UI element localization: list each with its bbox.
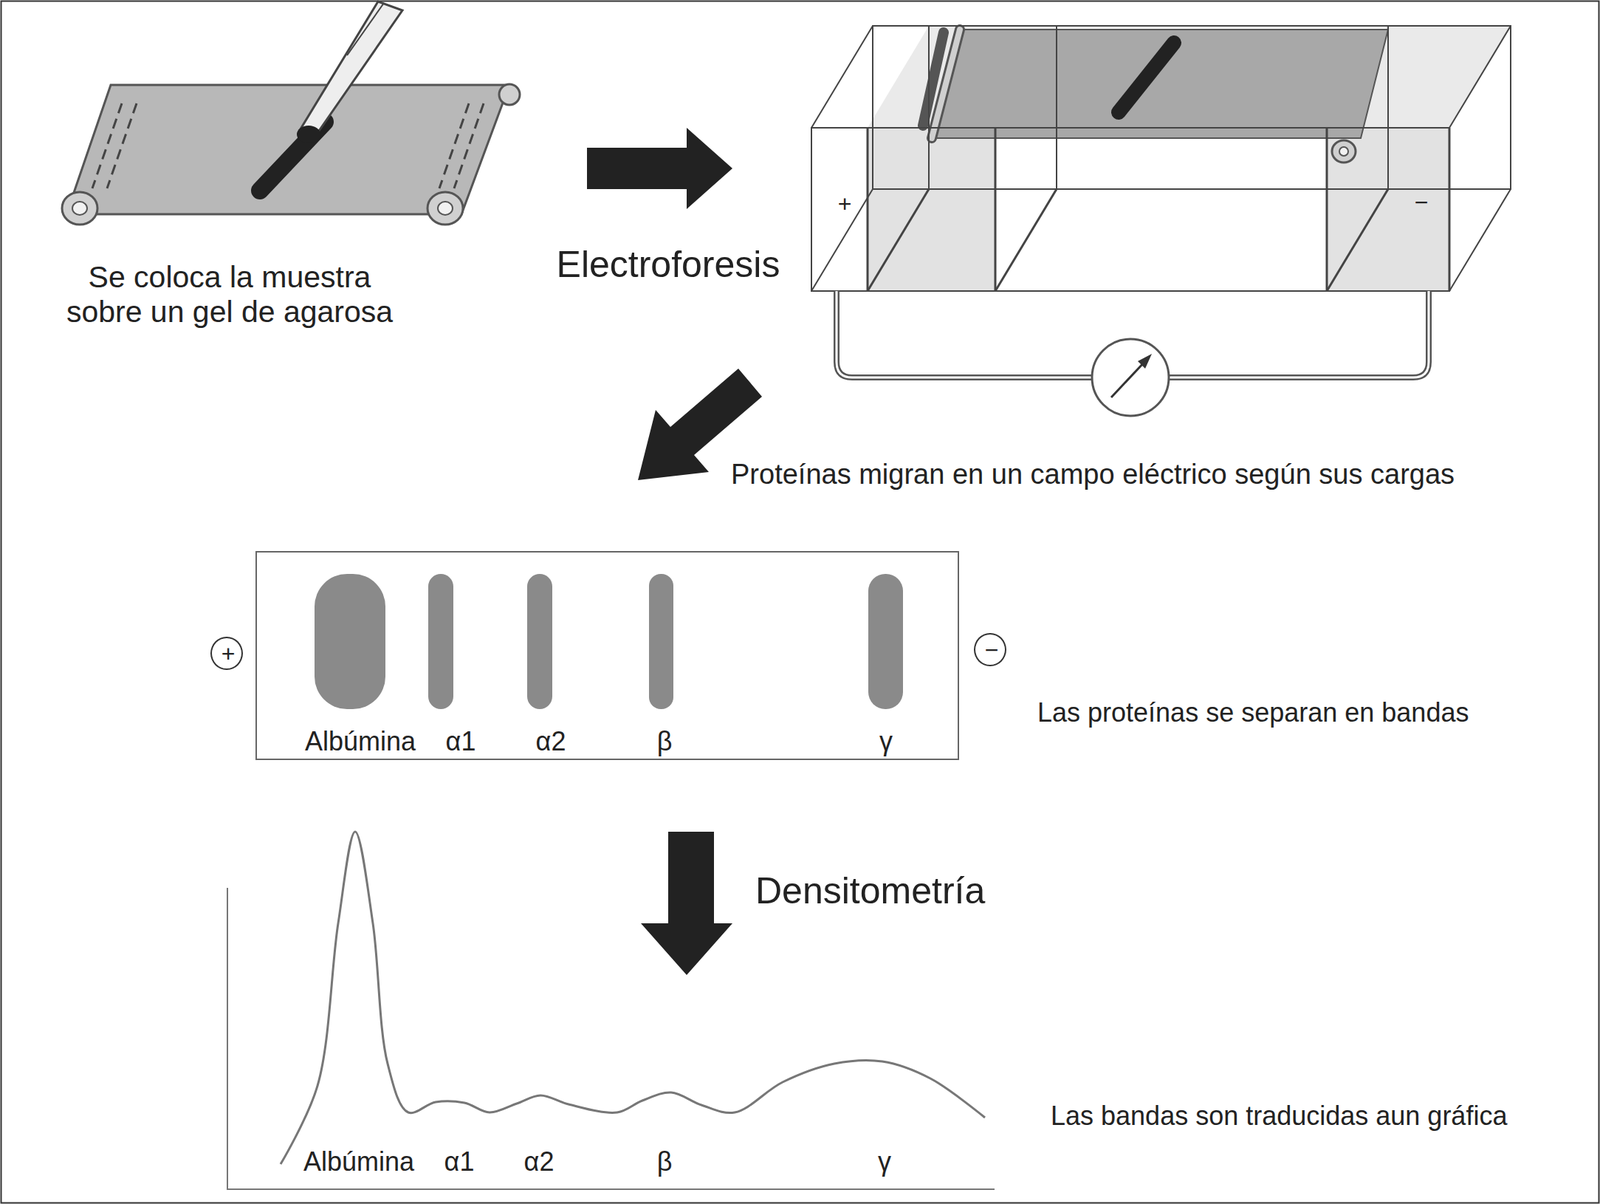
- partition: [1326, 127, 1329, 291]
- band-label: α1: [445, 725, 477, 757]
- albumin-band: [314, 573, 386, 709]
- band-label: α2: [536, 725, 567, 757]
- step-title: Electroforesis: [556, 243, 781, 287]
- gel-roll: [62, 191, 98, 225]
- partition: [995, 189, 1057, 291]
- protein-bands: [314, 573, 903, 709]
- partition: [928, 25, 930, 190]
- buffer-compartment: [867, 127, 996, 291]
- pipette: [299, 1, 403, 133]
- dashed-line: [439, 103, 469, 189]
- pipette: [347, 2, 384, 56]
- electrode-sign: +: [838, 190, 853, 218]
- dashed-line: [92, 103, 122, 189]
- step-caption: Se coloca la muestra sobre un gel de aga…: [56, 259, 404, 330]
- sample-drop: [296, 125, 321, 144]
- gel-roll: [1331, 140, 1356, 163]
- gel-roll: [437, 201, 453, 215]
- density-curve: [280, 831, 985, 1164]
- y-axis: [226, 887, 229, 1190]
- partition: [867, 189, 929, 291]
- polarity-circle: +: [210, 636, 243, 670]
- partition: [1326, 189, 1389, 291]
- power-circuit: [836, 290, 1429, 416]
- gel-roll: [72, 201, 88, 215]
- alpha1-band: [428, 573, 454, 709]
- electrophoresis-chamber: [811, 25, 1511, 291]
- band-label: β: [657, 725, 673, 757]
- gel-roll: [427, 191, 463, 225]
- tank-edge: [1449, 189, 1511, 291]
- densitogram: [226, 831, 995, 1190]
- partition: [1387, 25, 1389, 190]
- partition: [1055, 25, 1058, 190]
- step-caption: Las bandas son traducidas aun gráfica: [1050, 1100, 1507, 1131]
- tank-back: [872, 25, 1511, 190]
- sample-band: [1118, 42, 1174, 113]
- meter-needle: [1137, 353, 1152, 369]
- beta-band: [649, 573, 674, 709]
- x-axis: [226, 1188, 995, 1190]
- peak-label: β: [654, 1145, 675, 1177]
- peak-label: α2: [522, 1145, 557, 1177]
- gel-roll: [1339, 146, 1349, 156]
- tank-edge: [811, 25, 873, 128]
- flow-arrow: [586, 127, 733, 209]
- gel-roll: [931, 29, 960, 139]
- dashed-line: [454, 103, 484, 189]
- electrode-sign: −: [1414, 189, 1429, 217]
- alpha2-band: [527, 573, 553, 709]
- flow-arrow: [640, 831, 733, 975]
- peak-label: γ: [875, 1145, 894, 1177]
- polarity-sign: −: [984, 636, 999, 664]
- gel-roll: [499, 84, 520, 105]
- meter: [1092, 338, 1169, 416]
- band-label: Albúmina: [304, 725, 416, 757]
- peak-label: Albúmina: [301, 1145, 417, 1177]
- sample-band: [259, 121, 325, 191]
- gel-strip: Albúmina α1 α2 β γ: [255, 550, 960, 760]
- partition: [1448, 127, 1451, 291]
- tank-edge: [1449, 25, 1511, 128]
- band-label: γ: [879, 725, 893, 757]
- gel-strip: [931, 29, 1389, 139]
- polarity-sign: +: [221, 640, 236, 668]
- partition: [866, 127, 870, 291]
- step-caption: Proteínas migran en un campo eléctrico s…: [730, 458, 1455, 492]
- agarose-gel-sheet: [62, 1, 520, 225]
- partition: [994, 127, 997, 291]
- peak-label: α1: [442, 1145, 477, 1177]
- meter-needle: [1111, 360, 1146, 398]
- tank-edge: [811, 189, 873, 291]
- dashed-line: [107, 103, 137, 189]
- step-caption: Las proteínas se separan en bandas: [1037, 697, 1469, 728]
- gamma-band: [868, 573, 903, 709]
- polarity-circle: −: [973, 632, 1007, 666]
- step-title: Densitometría: [755, 869, 985, 913]
- tank-front: [811, 127, 1450, 291]
